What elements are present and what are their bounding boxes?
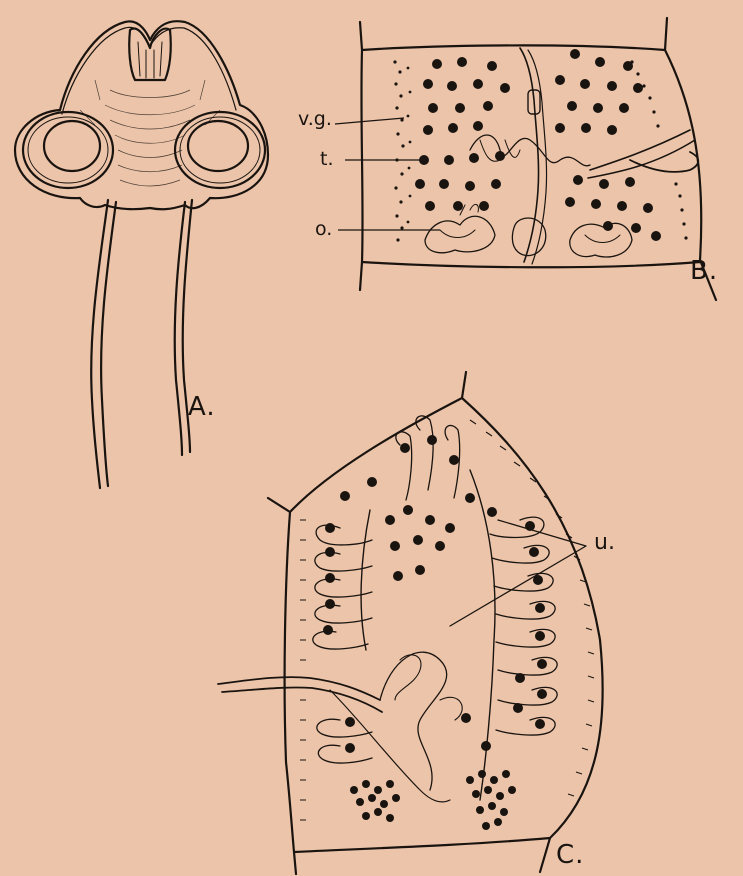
panel-letter-c: C. bbox=[556, 840, 584, 870]
eggs-c bbox=[323, 435, 547, 753]
label-u: u. bbox=[594, 530, 615, 555]
segment-c-outline bbox=[268, 372, 603, 874]
u-leader-lines bbox=[450, 520, 586, 626]
vitelline-border-c bbox=[300, 420, 594, 820]
cirrus-c bbox=[218, 677, 382, 712]
